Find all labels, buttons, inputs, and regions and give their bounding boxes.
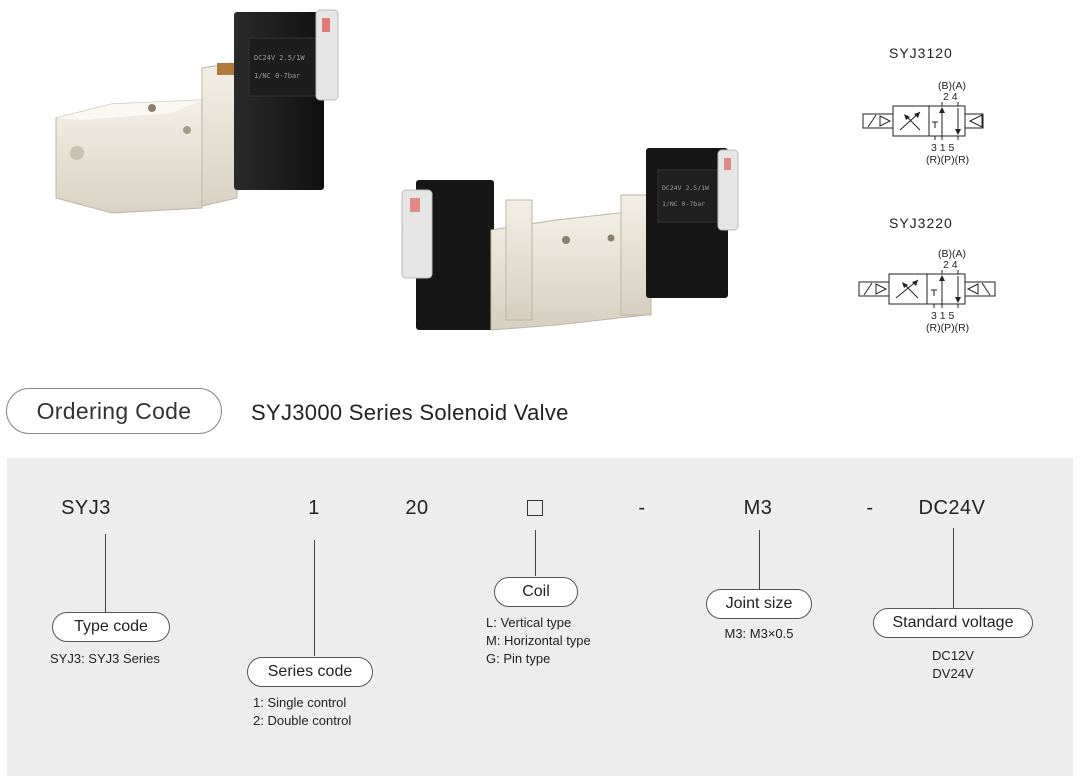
photo2-label-line-1: DC24V 2.5/1W — [662, 184, 709, 192]
code-type: SYJ3 — [61, 497, 111, 519]
section-title: SYJ3000 Series Solenoid Valve — [251, 400, 569, 425]
svg-text:(B)(A): (B)(A) — [938, 80, 966, 92]
leader-series — [314, 540, 316, 656]
leader-coil — [535, 530, 537, 576]
leader-voltage — [953, 528, 955, 608]
product-photo-single-solenoid: DC24V 2.5/1W 1/NC 0-7bar — [55, 9, 339, 214]
code-voltage: DC24V — [918, 497, 986, 519]
coil-option-g: G: Pin type — [486, 651, 551, 666]
coil-options: L: Vertical type M: Horizontal type G: P… — [486, 614, 591, 668]
svg-text:2 4: 2 4 — [943, 91, 958, 103]
voltage-options: DC12V DV24V — [932, 647, 974, 683]
photo2-label-line-2: 1/NC 0-7bar — [662, 200, 705, 208]
coil-option-m: M: Horizontal type — [486, 633, 591, 648]
voltage-option-dv24v: DV24V — [932, 666, 974, 681]
svg-text:(R)(P)(R): (R)(P)(R) — [926, 154, 969, 166]
ordering-code-badge: Ordering Code — [6, 388, 222, 434]
code-20: 20 — [405, 497, 429, 519]
svg-text:3 1 5: 3 1 5 — [931, 142, 955, 154]
coil-option-l: L: Vertical type — [486, 615, 572, 630]
code-series: 1 — [308, 497, 320, 519]
joint-size-label: Joint size — [706, 589, 812, 619]
svg-text:2 4: 2 4 — [943, 259, 958, 271]
photo-label-line-2: 1/NC 0-7bar — [254, 72, 300, 80]
type-code-label: Type code — [52, 612, 170, 642]
joint-size-option: M3: M3×0.5 — [724, 626, 794, 641]
code-dash-1: - — [638, 497, 646, 519]
symbol-title-syj3220: SYJ3220 — [889, 215, 953, 231]
photo-label-line-1: DC24V 2.5/1W — [254, 54, 305, 62]
code-joint: M3 — [743, 497, 773, 519]
svg-text:(B)(A): (B)(A) — [938, 248, 966, 260]
valve-symbol-syj3120: (B)(A) 2 4 3 1 5 (R)(P)(R) — [862, 80, 984, 166]
voltage-option-dc12v: DC12V — [932, 648, 974, 663]
type-code-option: SYJ3: SYJ3 Series — [50, 651, 160, 666]
series-code-options: 1: Single control 2: Double control — [253, 694, 351, 730]
svg-text:(R)(P)(R): (R)(P)(R) — [926, 322, 969, 334]
leader-type — [105, 534, 107, 612]
symbol-title-syj3120: SYJ3120 — [889, 45, 953, 61]
valve-symbol-syj3220: (B)(A) 2 4 3 1 5 (R)(P)(R) — [858, 248, 996, 334]
code-dash-2: - — [866, 497, 874, 519]
product-photo-double-solenoid: DC24V 2.5/1W 1/NC 0-7bar — [401, 148, 739, 331]
series-option-1: 1: Single control — [253, 695, 347, 710]
svg-text:3 1 5: 3 1 5 — [931, 310, 955, 322]
code-coil-placeholder — [527, 500, 543, 516]
series-code-label: Series code — [247, 657, 373, 687]
leader-joint — [759, 530, 761, 589]
series-option-2: 2: Double control — [253, 713, 352, 728]
coil-label: Coil — [494, 577, 578, 607]
standard-voltage-label: Standard voltage — [873, 608, 1033, 638]
